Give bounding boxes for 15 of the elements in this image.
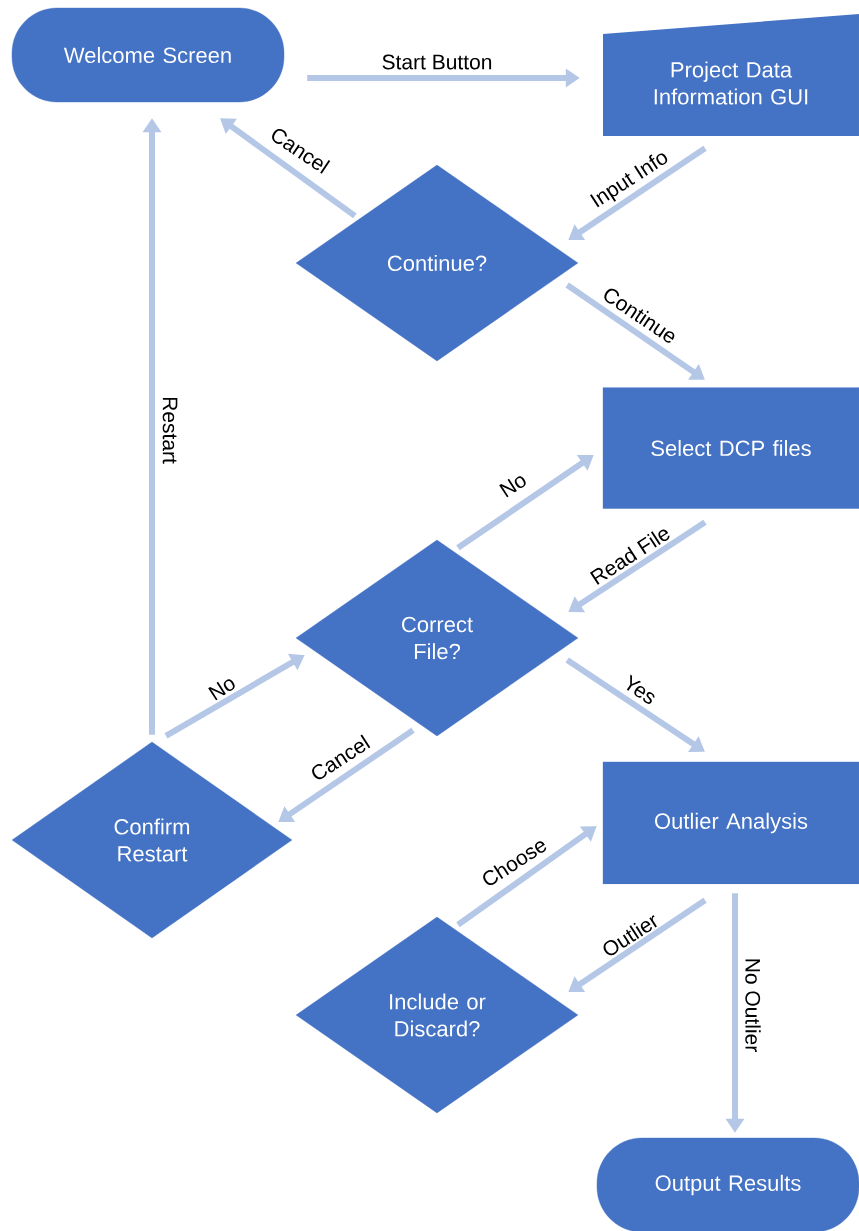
arrow (565, 282, 705, 380)
edge-label: Input Info (590, 153, 668, 208)
edge-label: Yes (626, 674, 655, 704)
input-box: Project Data Information GUI (603, 14, 859, 136)
edge-label: Restart (162, 397, 178, 464)
process-box: Outlier Analysis (602, 761, 859, 885)
terminal-box: Welcome Screen (11, 7, 285, 103)
edge-label: No Outlier (745, 959, 761, 1052)
arrow (220, 118, 357, 219)
edge-label: Start Button (382, 54, 492, 70)
arrow (565, 657, 705, 752)
terminal-box: Output Results (596, 1137, 859, 1231)
process-box: Select DCP files (602, 387, 859, 509)
edge-label: No (499, 476, 526, 498)
edge-label: No (208, 679, 235, 701)
